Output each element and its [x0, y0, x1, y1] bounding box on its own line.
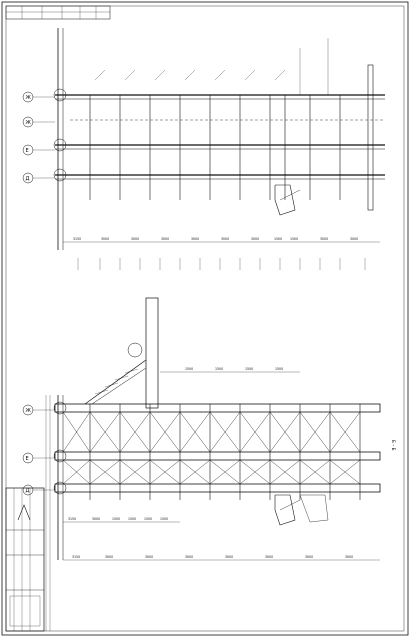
plan-top-dimension-line: 3150 3000 3000 3000 3000 3000 3000 1500 …: [63, 237, 380, 243]
dim-bottom-r2-2: 3000: [105, 555, 113, 559]
plan-bottom-axes: Ж Е Д: [22, 401, 67, 496]
plan-top-note-leaders: [77, 258, 366, 270]
dim-bottom-r1-6: 1500: [160, 517, 168, 521]
plan-top-cross-members: [89, 95, 341, 200]
plan-bottom-bracket-detail: [274, 494, 329, 526]
plan-top: Ж Ж Е Д: [22, 28, 385, 270]
plan-bottom-axis-label-1: Ж: [26, 408, 32, 414]
dim-top-4: 3000: [161, 237, 169, 241]
section-label: Б – Б: [391, 440, 396, 451]
dim-top-2: 3000: [101, 237, 109, 241]
dim-top-6: 3000: [221, 237, 229, 241]
dim-bottom-r2-7: 3000: [305, 555, 313, 559]
dim-bottom-r2-1: 3150: [72, 555, 80, 559]
plan-bottom-top-dims: 1500 1500 1500 1500: [160, 367, 300, 373]
dim-bottom-top-3: 1500: [245, 367, 253, 371]
plan-top-axis-label-2: Ж: [26, 120, 32, 126]
title-block-logo: [17, 504, 31, 521]
dim-bottom-r1-1: 3150: [68, 517, 76, 521]
dim-bottom-r1-2: 3000: [92, 517, 100, 521]
dim-bottom-r2-5: 3000: [225, 555, 233, 559]
plan-top-axes: Ж Ж Е Д: [22, 88, 67, 184]
dim-top-3: 3000: [131, 237, 139, 241]
dim-bottom-r1-4: 1500: [128, 517, 136, 521]
left-strip: [45, 395, 51, 631]
plan-top-axis-label-4: Д: [26, 176, 30, 182]
sheet-inner-frame: [5, 5, 405, 632]
dim-bottom-r1-3: 1500: [112, 517, 120, 521]
plan-bottom-axis-label-2: Е: [26, 456, 29, 462]
plan-top-leaders: [94, 38, 329, 95]
dim-top-1: 3150: [73, 237, 81, 241]
plan-bottom-truss-diagonals: [62, 411, 361, 485]
dim-bottom-r2-8: 3000: [345, 555, 353, 559]
dim-top-9: 1500: [290, 237, 298, 241]
dim-bottom-r2-4: 3000: [185, 555, 193, 559]
dim-top-5: 3000: [191, 237, 199, 241]
dim-bottom-top-4: 1500: [275, 367, 283, 371]
plan-bottom-dims-row1: 3150 3000 1500 1500 1500 1500: [63, 517, 180, 523]
dim-top-8: 1500: [274, 237, 282, 241]
dim-top-10: 3000: [320, 237, 328, 241]
top-stamp: [5, 5, 111, 20]
plan-top-axis-label-3: Е: [26, 148, 29, 154]
dim-bottom-r1-5: 1500: [144, 517, 152, 521]
dim-bottom-r2-6: 3000: [265, 555, 273, 559]
dim-top-7: 3000: [251, 237, 259, 241]
dim-top-11: 3000: [350, 237, 358, 241]
plan-top-bracket-detail: [274, 184, 301, 216]
dim-bottom-top-2: 1500: [215, 367, 223, 371]
plan-bottom-axis-label-3: Д: [26, 488, 30, 494]
dim-bottom-top-1: 1500: [185, 367, 193, 371]
plan-bottom: Ж Е Д 1500 1500 1500 1500 3150 3000 1500…: [22, 297, 381, 561]
title-block: [5, 487, 45, 632]
plan-top-axis-label-1: Ж: [26, 95, 32, 101]
dim-bottom-r2-3: 3000: [145, 555, 153, 559]
plan-top-beams: [55, 94, 385, 180]
plan-bottom-dims-row2: 3150 3000 3000 3000 3000 3000 3000 3000: [63, 555, 380, 561]
